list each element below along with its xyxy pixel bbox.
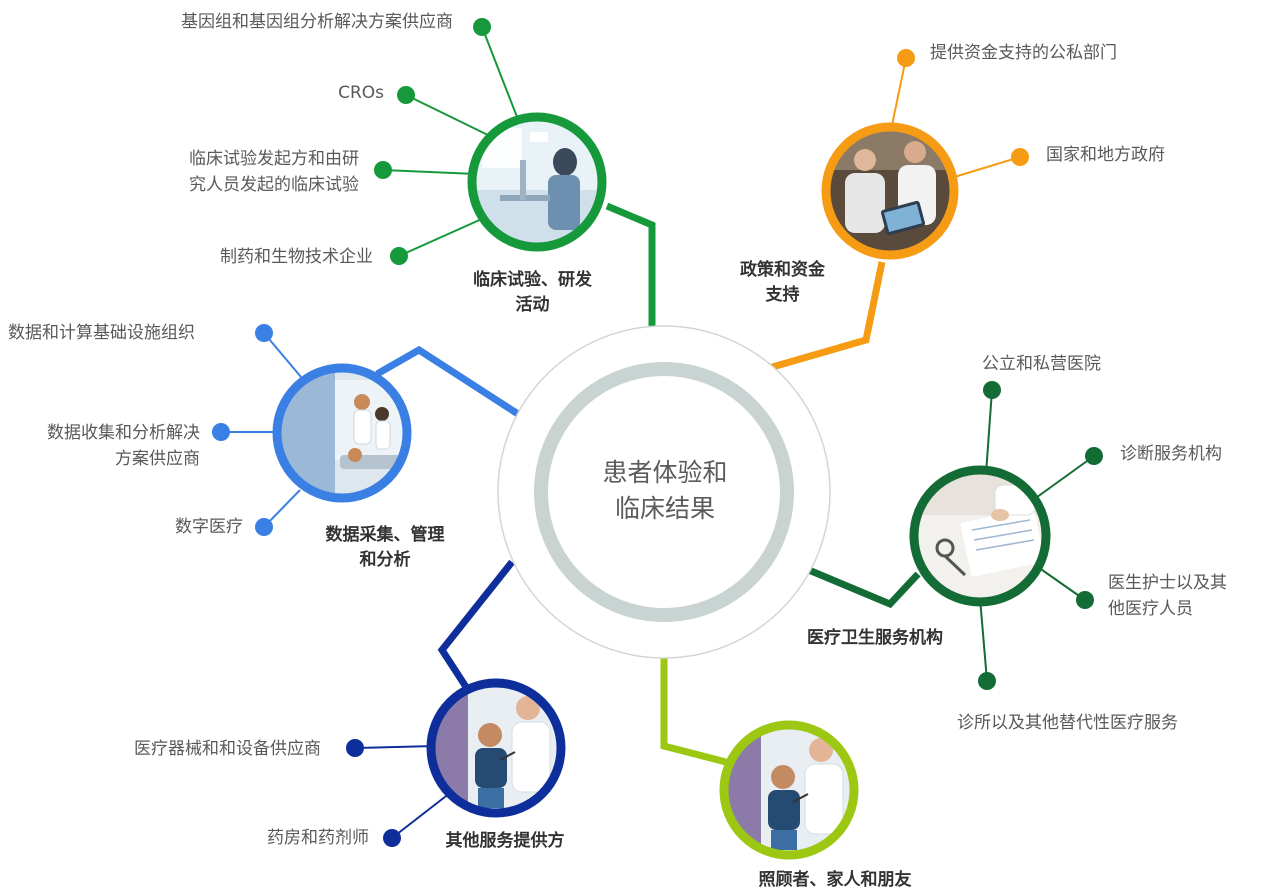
connector-clinical (605, 202, 656, 330)
leaf-dot (383, 829, 401, 847)
leaf-label: 医生护士以及其 他医疗人员 (1108, 570, 1227, 622)
leaf-label-line: 医生护士以及其 (1108, 573, 1227, 593)
leaf-dot (1076, 591, 1094, 609)
leaf-dot (983, 381, 1001, 399)
leaf-label: 制药和生物技术企业 (220, 247, 373, 267)
leaf-dot (255, 324, 273, 342)
category-clinical-trials: 临床试验、研发 活动 (445, 268, 620, 318)
leaf-line (354, 745, 436, 749)
category-label-line: 和分析 (359, 550, 411, 570)
leaf-line (391, 792, 451, 839)
leaf-line (405, 94, 493, 138)
leaf-dot (346, 739, 364, 757)
leaf-label-line: 临床试验发起方和由研 (189, 149, 359, 169)
leaf-label: 提供资金支持的公私部门 (930, 43, 1117, 63)
center-title: 患者体验和 临床结果 (545, 455, 785, 527)
leaf-label: 药房和药剂师 (267, 828, 369, 848)
leaf-label: 数字医疗 (175, 517, 243, 537)
leaf-dot (473, 18, 491, 36)
leaf-label: 诊断服务机构 (1120, 444, 1222, 464)
leaf-dot (1085, 447, 1103, 465)
category-label-line: 政策和资金 (740, 260, 825, 280)
leaf-line (890, 57, 907, 131)
leaf-label: 基因组和基因组分析解决方案供应商 (181, 12, 453, 32)
category-policy-funding: 政策和资金 支持 (720, 258, 845, 308)
leaf-dot (255, 518, 273, 536)
caregiver-child-patient-photo (719, 720, 859, 860)
connector-data (375, 345, 520, 417)
category-label-line: 医疗卫生服务机构 (807, 628, 943, 648)
center-inner-ring (534, 362, 794, 622)
leaf-dot (374, 161, 392, 179)
category-data-management: 数据采集、管理 和分析 (300, 523, 470, 573)
leaf-label: 临床试验发起方和由研 究人员发起的临床试验 (189, 146, 359, 198)
leaf-label-line: 方案供应商 (115, 449, 200, 469)
leaf-label: 诊所以及其他替代性医疗服务 (957, 713, 1178, 733)
leaf-label: 公立和私营医院 (982, 354, 1101, 374)
leaf-line (1032, 455, 1095, 501)
meeting-tablet-photo (821, 122, 959, 260)
connector-caregivers (660, 655, 727, 766)
doctor-writing-photo (909, 465, 1051, 607)
category-caregivers-family-friends: 照顾者、家人和朋友 (725, 868, 945, 893)
leaf-line (398, 217, 485, 257)
leaf-line (950, 156, 1021, 179)
leaf-label: 数据收集和分析解决 方案供应商 (47, 420, 200, 472)
leaf-line (481, 26, 520, 123)
leaf-dot (390, 247, 408, 265)
leaf-line (382, 169, 477, 175)
center-title-line: 临床结果 (614, 494, 715, 523)
doctor-child-patient-photo (426, 678, 566, 818)
category-label-line: 临床试验、研发 (473, 270, 592, 290)
leaf-dot (397, 86, 415, 104)
leaf-label-line: 究人员发起的临床试验 (189, 175, 359, 195)
category-label-line: 活动 (515, 295, 550, 315)
leaf-dot (1011, 148, 1029, 166)
connector-other-providers (437, 559, 515, 692)
leaf-label: 医疗器械和和设备供应商 (134, 739, 321, 759)
leaf-label: 国家和地方政府 (1046, 145, 1165, 165)
hospital-corridor-photo (272, 363, 412, 503)
category-label-line: 数据采集、管理 (325, 525, 445, 545)
category-other-service-providers: 其他服务提供方 (420, 829, 590, 854)
leaf-label-line: 他医疗人员 (1108, 599, 1193, 619)
leaf-line (1034, 564, 1086, 601)
leaf-label: CROs (338, 83, 384, 103)
leaf-label-line: 数据收集和分析解决 (47, 423, 200, 443)
leaf-line (979, 597, 988, 682)
connector-healthcare (802, 564, 921, 609)
center-title-line: 患者体验和 (602, 458, 728, 487)
laboratory-researcher-photo (467, 112, 607, 252)
leaf-label: 数据和计算基础设施组织 (8, 323, 195, 343)
leaf-line (985, 389, 993, 475)
category-label-line: 其他服务提供方 (445, 831, 565, 851)
category-label-line: 支持 (765, 285, 800, 305)
category-label-line: 照顾者、家人和朋友 (758, 870, 912, 890)
category-healthcare-providers: 医疗卫生服务机构 (780, 626, 970, 651)
leaf-dot (978, 672, 996, 690)
leaf-line (263, 332, 302, 378)
connector-policy (761, 261, 886, 374)
leaf-dot (212, 423, 230, 441)
leaf-dot (897, 49, 915, 67)
